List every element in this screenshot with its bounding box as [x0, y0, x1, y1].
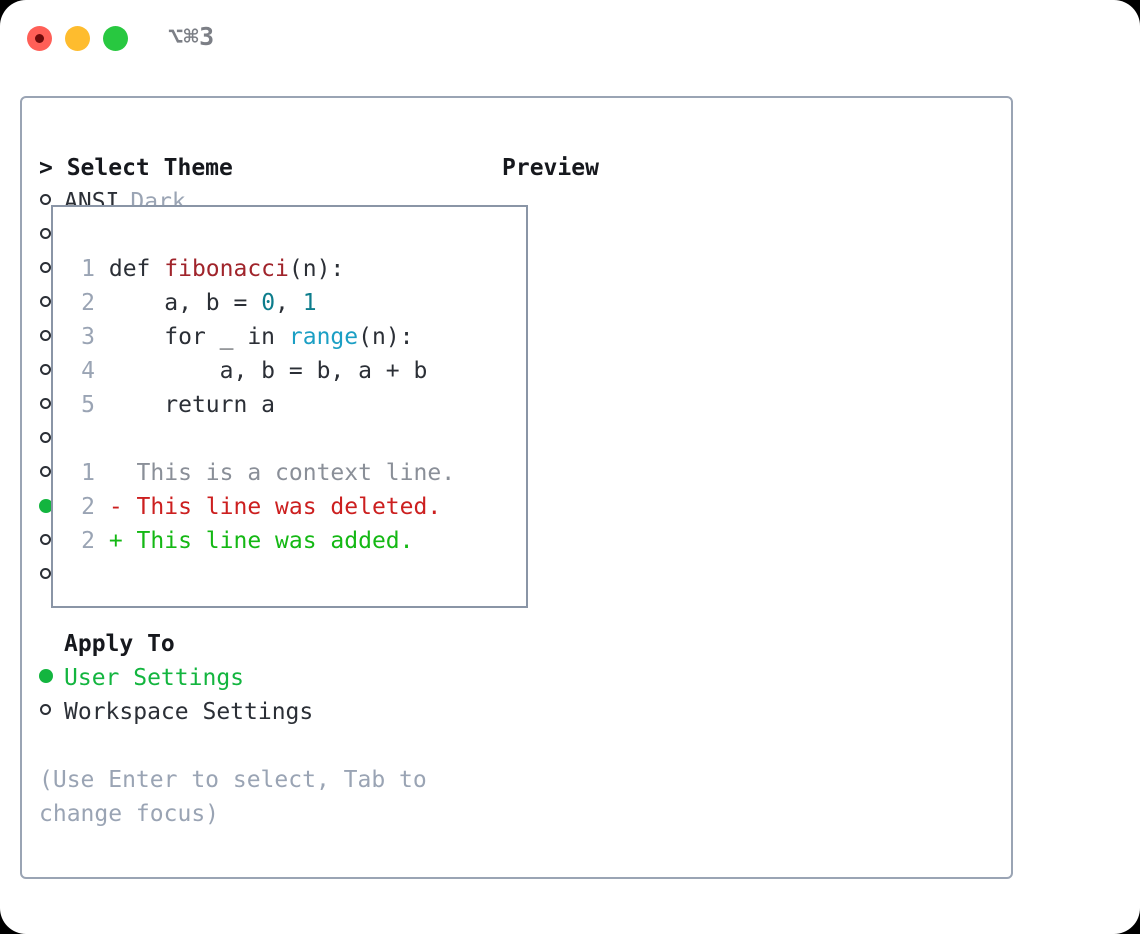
main-panel: > Select Theme ANSIDarkAtom OneDarkAyuDa…	[20, 96, 1013, 879]
minimize-button[interactable]	[65, 26, 90, 51]
code-token: def	[108, 256, 165, 282]
close-button[interactable]	[27, 26, 52, 51]
apply-to-option-label: User Settings	[64, 665, 245, 691]
apply-to-option-label: Workspace Settings	[64, 699, 314, 725]
line-number: 5	[81, 392, 95, 418]
diff-line: 2 + This line was added.	[71, 524, 455, 558]
keyboard-hint: (Use Enter to select, Tab to change focu…	[39, 767, 441, 827]
title-bar: ⌥⌘3	[0, 0, 1140, 76]
code-token: for _ in	[108, 324, 289, 350]
line-number: 4	[81, 358, 95, 384]
code-token: (n):	[358, 324, 414, 350]
code-line: 1 def fibonacci(n):	[71, 252, 455, 286]
code-line: 3 for _ in range(n):	[71, 320, 455, 354]
code-token: 1	[302, 290, 317, 316]
line-number: 1	[81, 460, 95, 486]
code-token: ,	[275, 290, 303, 316]
preview-heading: Preview	[502, 155, 599, 181]
maximize-button[interactable]	[103, 26, 128, 51]
code-line: 4 a, b = b, a + b	[71, 354, 455, 388]
diff-text: This is a context line.	[108, 460, 456, 486]
code-token: (n):	[288, 256, 345, 282]
code-token: fibonacci	[164, 256, 289, 282]
code-token: a, b =	[108, 290, 262, 316]
code-token: a, b = b, a + b	[108, 358, 428, 384]
diff-line: 1 This is a context line.	[71, 456, 455, 490]
code-blank-line	[71, 422, 455, 456]
code-token: return a	[108, 392, 276, 418]
window-title: ⌥⌘3	[168, 22, 215, 51]
preview-column: Preview	[502, 151, 1002, 185]
code-token: range	[288, 324, 359, 350]
traffic-light-buttons	[27, 26, 128, 51]
apply-to-option-1[interactable]: Workspace Settings	[39, 695, 489, 729]
code-line: 5 return a	[71, 388, 455, 422]
code-line: 2 a, b = 0, 1	[71, 286, 455, 320]
line-number: 1	[81, 256, 95, 282]
diff-text: - This line was deleted.	[108, 494, 442, 520]
select-theme-heading: > Select Theme	[39, 155, 233, 181]
line-number: 2	[81, 290, 95, 316]
line-number: 3	[81, 324, 95, 350]
diff-line: 2 - This line was deleted.	[71, 490, 455, 524]
line-number: 2	[81, 494, 95, 520]
diff-text: + This line was added.	[108, 528, 414, 554]
apply-to-heading: Apply To	[64, 631, 175, 657]
apply-to-option-0[interactable]: User Settings	[39, 661, 489, 695]
code-token: 0	[261, 290, 276, 316]
line-number: 2	[81, 528, 95, 554]
